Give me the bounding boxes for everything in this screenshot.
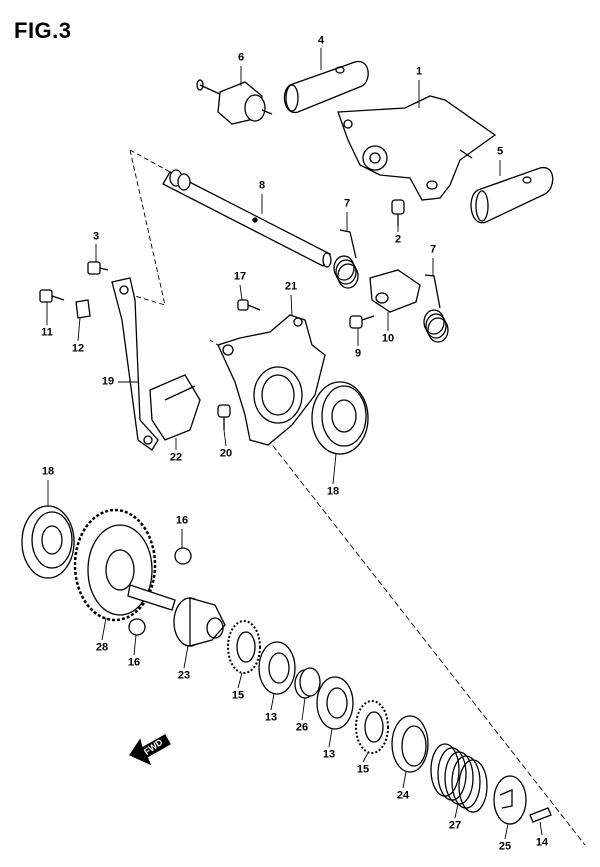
callout-p16a: 16 <box>175 514 189 527</box>
part-27-spring <box>430 743 488 813</box>
figure-title: FIG.3 <box>14 18 72 43</box>
leader-lines <box>46 48 543 840</box>
part-11-bolt <box>39 289 65 303</box>
part-16-ball-upper <box>174 547 192 565</box>
part-19-lever <box>111 277 159 451</box>
part-12-washer <box>75 299 91 319</box>
callout-p15a: 15 <box>231 689 245 702</box>
callout-p23: 23 <box>177 669 191 682</box>
part-15-thrust-b <box>355 700 389 754</box>
part-5-sleeve <box>470 167 554 224</box>
callout-p13b: 13 <box>322 748 336 761</box>
part-23-hub <box>173 597 226 647</box>
callout-p3: 3 <box>92 230 100 243</box>
part-3-bolt <box>87 261 109 275</box>
part-26-collar <box>294 667 321 699</box>
part-24-cup <box>391 715 429 773</box>
callout-p2: 2 <box>394 233 402 246</box>
callout-p8: 8 <box>258 179 266 192</box>
part-8-shaft <box>162 169 332 268</box>
callout-p7a: 7 <box>343 197 351 210</box>
callout-p14: 14 <box>535 836 549 849</box>
callout-p27: 27 <box>448 819 462 832</box>
part-18-bearing-upper <box>311 381 369 455</box>
callout-p5: 5 <box>496 145 504 158</box>
part-14-pin <box>529 807 552 823</box>
callout-p18b: 18 <box>41 465 55 478</box>
part-7-spring-a <box>333 229 359 289</box>
part-20-screw <box>217 404 231 430</box>
callout-p18a: 18 <box>326 485 340 498</box>
part-4-sleeve <box>283 60 369 113</box>
callout-p25: 25 <box>498 840 512 853</box>
callout-p11: 11 <box>41 326 53 339</box>
callout-p24: 24 <box>396 789 410 802</box>
part-7-spring-b <box>423 274 449 343</box>
part-25-retainer <box>493 775 527 825</box>
part-22-link <box>149 374 201 441</box>
part-17-screw <box>237 299 261 311</box>
callout-p13a: 13 <box>264 711 278 724</box>
callout-p17: 17 <box>233 270 247 283</box>
callout-p10: 10 <box>381 332 395 345</box>
part-2-screw <box>391 199 405 226</box>
callout-p6: 6 <box>237 51 245 64</box>
callout-p4: 4 <box>317 34 325 47</box>
part-13-washer-a <box>258 641 296 695</box>
part-1-bracket <box>337 95 497 201</box>
part-9-screw <box>349 315 375 329</box>
callout-p26: 26 <box>295 721 309 734</box>
callout-p21: 21 <box>284 280 298 293</box>
callout-p19: 19 <box>101 375 115 388</box>
guide-lines <box>114 149 586 846</box>
part-18-bearing-lower <box>21 505 75 579</box>
callout-p22: 22 <box>169 451 183 464</box>
callout-p7b: 7 <box>429 243 437 256</box>
part-21-housing <box>217 314 326 446</box>
part-6-damper <box>196 79 273 125</box>
part-15-thrust-a <box>227 620 261 674</box>
part-10-block <box>369 269 421 313</box>
fwd-arrow-icon <box>129 734 171 766</box>
callout-p1: 1 <box>415 65 423 78</box>
callout-p15b: 15 <box>356 763 370 776</box>
part-16-ball-lower <box>128 618 146 636</box>
callout-p28: 28 <box>95 641 109 654</box>
callout-p20: 20 <box>219 447 233 460</box>
part-13-washer-b <box>316 676 354 730</box>
callout-p16b: 16 <box>127 656 141 669</box>
part-28-gear <box>73 508 176 622</box>
callout-p9: 9 <box>354 347 362 360</box>
callout-p12: 12 <box>71 342 85 355</box>
